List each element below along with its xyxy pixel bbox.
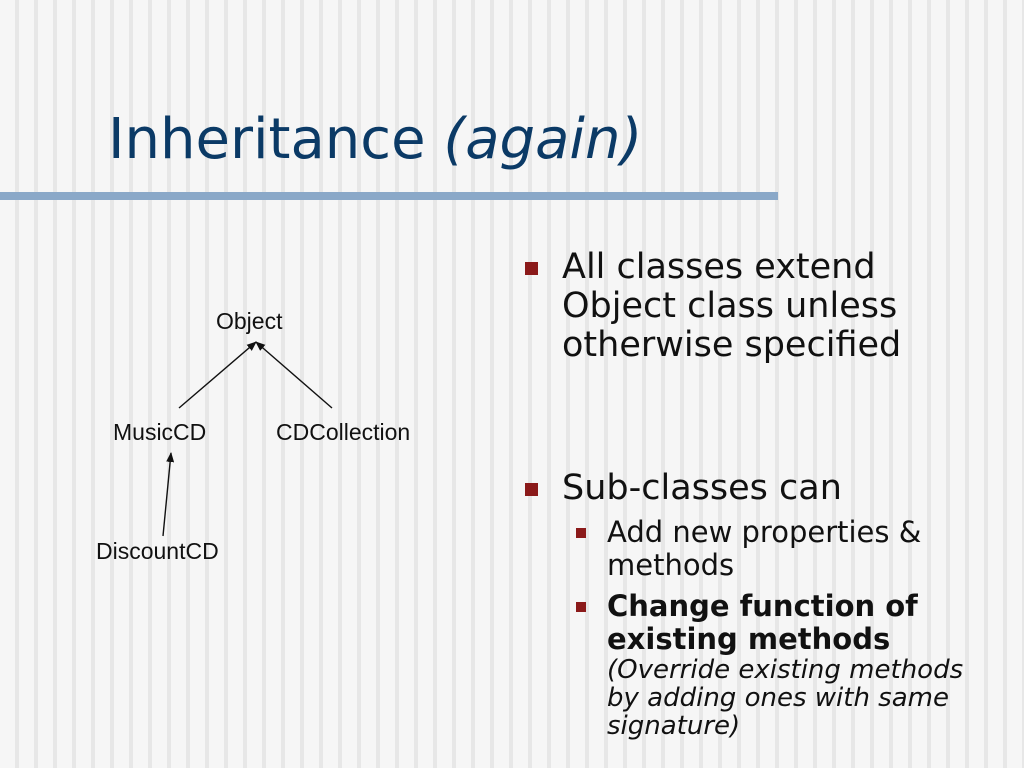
title-emphasis: (again) xyxy=(443,107,643,172)
bullet-text: Sub-classes can xyxy=(562,468,842,508)
title-main: Inheritance xyxy=(108,107,426,172)
sub-bullet-item: Change function of existing methods (Ove… xyxy=(520,590,1000,740)
sub-bullet-bold-text: Change function of existing methods xyxy=(607,589,918,656)
title-underline-rule xyxy=(0,192,778,200)
node-object: Object xyxy=(216,308,283,334)
sub-bullet-text: Add new properties & methods xyxy=(607,515,922,582)
node-musiccd: MusicCD xyxy=(113,419,207,445)
diagram-arrows xyxy=(162,341,333,537)
square-bullet-icon xyxy=(576,528,586,538)
bullet-item: All classes extend Object class unless o… xyxy=(520,248,1000,365)
bullet-item: Sub-classes can xyxy=(520,469,1000,508)
square-bullet-icon xyxy=(525,262,538,275)
arrow-cdcollection-to-object xyxy=(255,341,333,409)
sub-bullet-item: Add new properties & methods xyxy=(520,516,1000,582)
bullet-text: All classes extend Object class unless o… xyxy=(562,247,902,365)
square-bullet-icon xyxy=(576,602,586,612)
inheritance-diagram: Object MusicCD CDCollection DiscountCD xyxy=(60,280,480,610)
square-bullet-icon xyxy=(525,483,538,496)
node-cdcollection: CDCollection xyxy=(276,419,411,445)
slide-title: Inheritance (again) xyxy=(108,104,642,176)
arrow-discountcd-to-musiccd xyxy=(162,452,175,537)
bullet-list: All classes extend Object class unless o… xyxy=(520,248,1000,740)
node-discountcd: DiscountCD xyxy=(96,538,219,564)
sub-bullet-note: (Override existing methods by adding one… xyxy=(607,655,964,741)
arrow-musiccd-to-object xyxy=(178,341,257,409)
